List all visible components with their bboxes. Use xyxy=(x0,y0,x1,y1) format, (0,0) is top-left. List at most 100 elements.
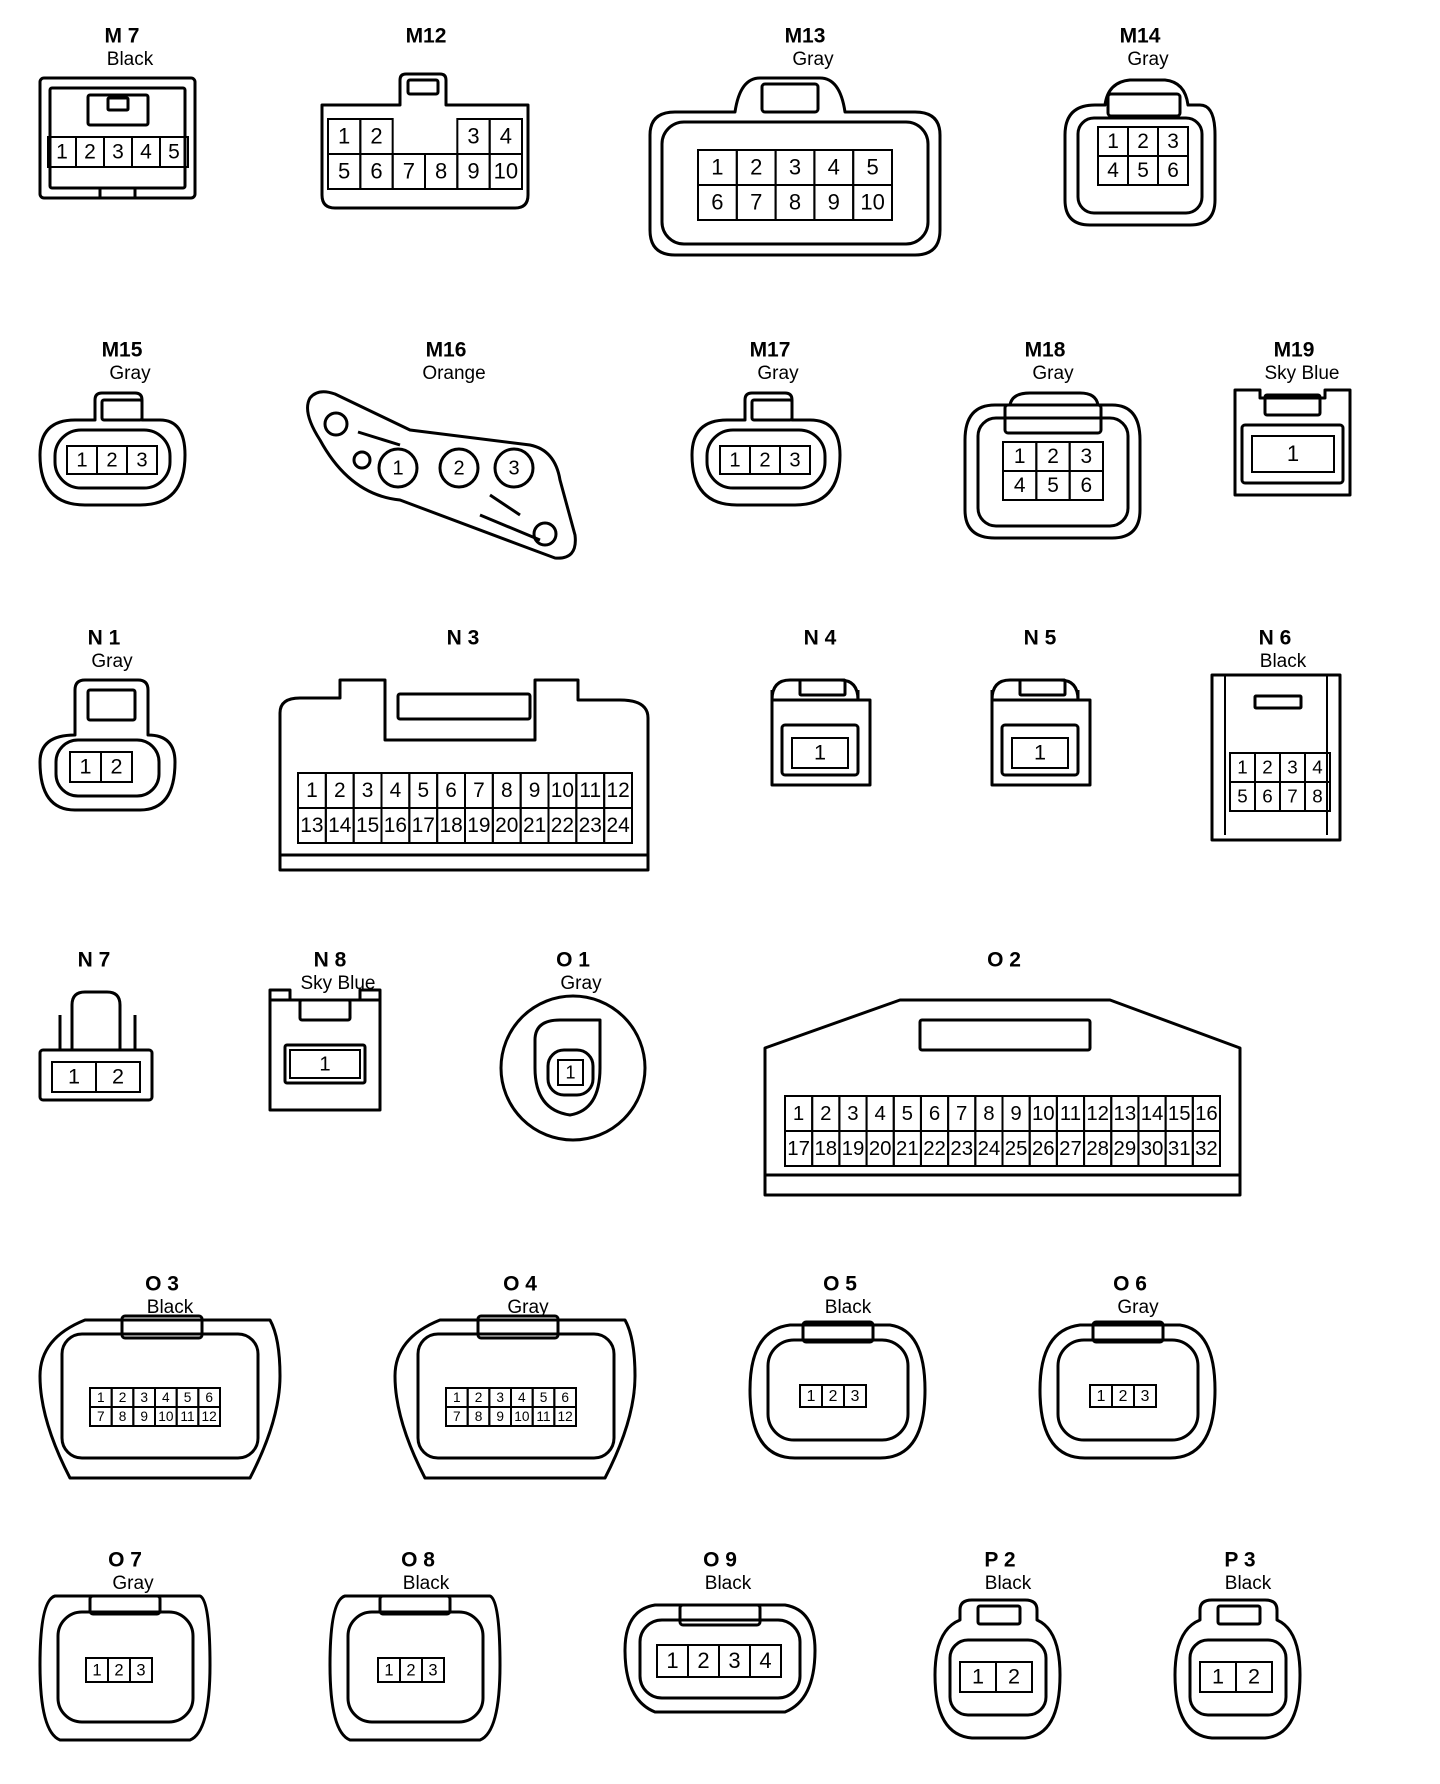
svg-text:3: 3 xyxy=(851,1388,860,1405)
connector-body xyxy=(306,390,577,560)
svg-text:3: 3 xyxy=(1167,130,1179,153)
pin-9: 9 xyxy=(813,184,855,221)
pin-2: 2 xyxy=(110,1387,135,1408)
pin-2: 2 xyxy=(399,1657,423,1683)
connector-body xyxy=(623,1603,817,1714)
svg-text:3: 3 xyxy=(428,1661,437,1679)
svg-text:3: 3 xyxy=(1287,756,1297,777)
pin-1: 1 xyxy=(1089,1384,1113,1408)
pin-8: 8 xyxy=(774,184,816,221)
pin-7: 7 xyxy=(735,184,777,221)
connector-body xyxy=(763,998,1242,1197)
svg-text:4: 4 xyxy=(1312,756,1322,777)
svg-text:5: 5 xyxy=(902,1103,913,1125)
connector-color: Gray xyxy=(560,973,602,994)
connector-color: Black xyxy=(705,1573,752,1594)
svg-text:30: 30 xyxy=(1141,1138,1164,1160)
pin-1: 1 xyxy=(784,1095,814,1132)
connector-id: N 7 xyxy=(78,948,111,971)
svg-text:11: 11 xyxy=(1060,1103,1081,1125)
pin-16: 16 xyxy=(380,807,411,844)
connector-body xyxy=(1233,388,1352,497)
pin-3: 3 xyxy=(456,118,491,155)
svg-text:2: 2 xyxy=(697,1648,709,1673)
pin-17: 17 xyxy=(784,1130,814,1167)
svg-text:2: 2 xyxy=(820,1103,831,1125)
svg-text:4: 4 xyxy=(500,123,512,148)
pin-11: 11 xyxy=(1055,1095,1086,1132)
connector-id: O 9 xyxy=(703,1548,737,1571)
svg-text:28: 28 xyxy=(1086,1138,1109,1160)
svg-text:4: 4 xyxy=(828,154,840,179)
connector-body xyxy=(1038,1320,1217,1460)
svg-text:2: 2 xyxy=(1262,756,1272,777)
pin-21: 21 xyxy=(519,807,550,844)
svg-text:6: 6 xyxy=(1167,159,1179,182)
pin-22: 22 xyxy=(547,807,578,844)
pin-3: 3 xyxy=(774,149,816,186)
connector-color: Gray xyxy=(1032,363,1074,384)
pin-6: 6 xyxy=(359,153,394,190)
svg-text:2: 2 xyxy=(1119,1388,1128,1405)
pin-4: 4 xyxy=(510,1387,534,1408)
svg-text:7: 7 xyxy=(1287,785,1297,806)
pin-3: 3 xyxy=(838,1095,868,1132)
pin-6: 6 xyxy=(919,1095,950,1132)
connector-color: Sky Blue xyxy=(1265,363,1340,384)
pin-5: 5 xyxy=(327,153,362,190)
svg-text:14: 14 xyxy=(1141,1103,1164,1125)
pin-17: 17 xyxy=(408,807,439,844)
connector-id: P 2 xyxy=(984,1548,1015,1571)
pin-4: 4 xyxy=(865,1095,895,1132)
pin-18: 18 xyxy=(811,1130,841,1167)
svg-text:1: 1 xyxy=(807,1388,816,1405)
pin-7: 7 xyxy=(947,1095,977,1132)
connector-color: Sky Blue xyxy=(301,973,376,994)
pin-1: 1 xyxy=(89,1387,113,1408)
pin-4: 4 xyxy=(1097,155,1129,186)
pin-grid: 1 xyxy=(791,737,849,769)
svg-text:4: 4 xyxy=(518,1390,526,1405)
svg-text:3: 3 xyxy=(1081,445,1093,468)
connector-id: N 6 xyxy=(1259,626,1292,649)
pin-12: 12 xyxy=(553,1406,577,1427)
pin-13: 13 xyxy=(297,807,327,844)
pin-18: 18 xyxy=(436,807,466,844)
svg-text:6: 6 xyxy=(561,1390,569,1405)
connector-body xyxy=(1173,1598,1302,1740)
pin-10: 10 xyxy=(488,153,523,190)
svg-text:15: 15 xyxy=(356,814,379,837)
connector-body xyxy=(268,988,382,1112)
pin-11: 11 xyxy=(531,1406,556,1427)
pin-5: 5 xyxy=(1035,470,1071,501)
svg-text:19: 19 xyxy=(842,1138,865,1160)
pin-2: 2 xyxy=(821,1384,845,1408)
svg-text:2: 2 xyxy=(406,1661,415,1679)
connector-body xyxy=(328,1594,502,1742)
svg-text:1: 1 xyxy=(666,1648,678,1673)
svg-text:18: 18 xyxy=(439,814,462,837)
svg-text:5: 5 xyxy=(540,1390,548,1405)
pin-7: 7 xyxy=(464,772,494,809)
pin-10: 10 xyxy=(852,184,894,221)
pin-1: 1 xyxy=(719,445,751,475)
connector-n4: N 41 xyxy=(770,626,872,787)
svg-text:22: 22 xyxy=(923,1138,946,1160)
connector-color: Gray xyxy=(109,363,151,384)
svg-text:10: 10 xyxy=(494,158,518,183)
pin-7: 7 xyxy=(89,1406,113,1427)
